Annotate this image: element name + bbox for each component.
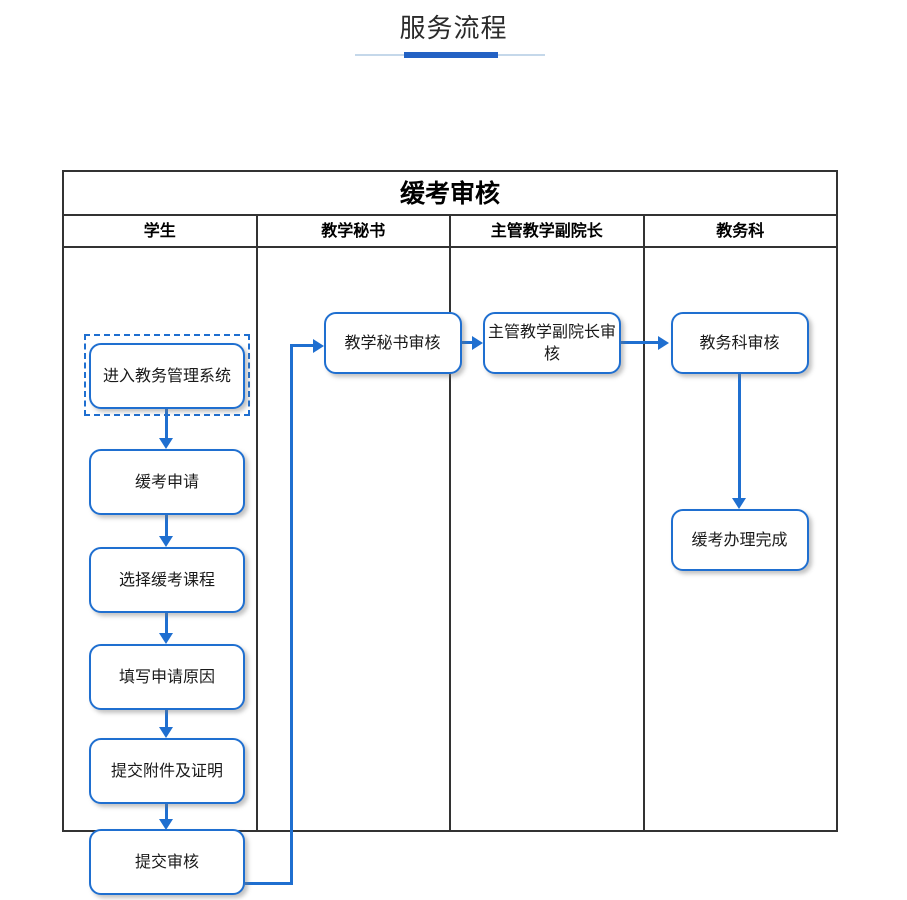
node-submit-review[interactable]: 提交审核 [89,829,245,895]
lane-header-academic: 教务科 [716,221,765,240]
lane-column-academic: 教务科审核 缓考办理完成 [642,248,837,830]
edge-n7-n8-arrow [472,336,483,350]
node-academic-review[interactable]: 教务科审核 [670,312,809,374]
lane-body: 进入教务管理系统 缓考申请 选择缓考课程 填写申请原因 提交附件及证明 提交审核 [64,248,837,895]
lane-header-row: 学生 教学秘书 主管教学副院长 教务科 [64,216,836,248]
edge-n8-n9-arrow [657,336,669,350]
lane-column-dean: 主管教学副院长审核 [449,248,645,830]
lane-column-student: 进入教务管理系统 缓考申请 选择缓考课程 填写申请原因 提交附件及证明 提交审核 [64,248,291,895]
edge-n6-n7-riser [289,344,293,885]
node-defer-application[interactable]: 缓考申请 [89,449,245,515]
swimlane-flowchart: 缓考审核 学生 教学秘书 主管教学副院长 教务科 进入教务管理系统 缓考申请 选… [62,170,838,895]
node-enter-system[interactable]: 进入教务管理系统 [89,343,245,409]
edge-n8-n9-segment-b [642,341,659,344]
edge-n2-n3-line [165,515,168,537]
page-header: 服务流程 [0,0,907,80]
lane-header-dean: 主管教学副院长 [451,216,645,246]
page-title: 服务流程 [399,14,508,44]
highlight-box-entry [84,334,250,416]
edge-n8-n9-segment [621,341,645,344]
edge-n2-n3-arrow [159,536,173,547]
edge-n1-n2-line [165,409,168,439]
lane-header-secretary: 教学秘书 [258,216,451,246]
edge-n4-n5-arrow [159,727,173,738]
flowchart-title: 缓考审核 [64,172,836,216]
edge-n6-n7-arrow [312,339,324,353]
edge-n6-n7-segment-into-node [289,344,314,347]
edge-n3-n4-arrow [159,633,173,644]
node-select-course[interactable]: 选择缓考课程 [89,547,245,613]
edge-n5-n6-line [165,804,168,820]
title-underline-accent [404,52,498,58]
edge-n9-n10-line [737,374,741,499]
node-submit-attachments[interactable]: 提交附件及证明 [89,738,245,804]
edge-n3-n4-line [165,613,168,634]
edge-n1-n2-arrow [159,438,173,449]
edge-n6-n7-segment-right [245,882,291,885]
node-fill-reason[interactable]: 填写申请原因 [89,644,245,710]
node-secretary-review[interactable]: 教学秘书审核 [323,312,462,374]
edge-n9-n10-arrow [731,498,746,509]
node-process-complete[interactable]: 缓考办理完成 [670,509,809,571]
node-dean-review[interactable]: 主管教学副院长审核 [483,312,621,374]
lane-column-secretary: 教学秘书审核 [258,248,472,885]
lane-header-student: 学生 [64,216,258,246]
edge-n4-n5-line [165,710,168,728]
edge-n5-n6-arrow [159,819,173,830]
